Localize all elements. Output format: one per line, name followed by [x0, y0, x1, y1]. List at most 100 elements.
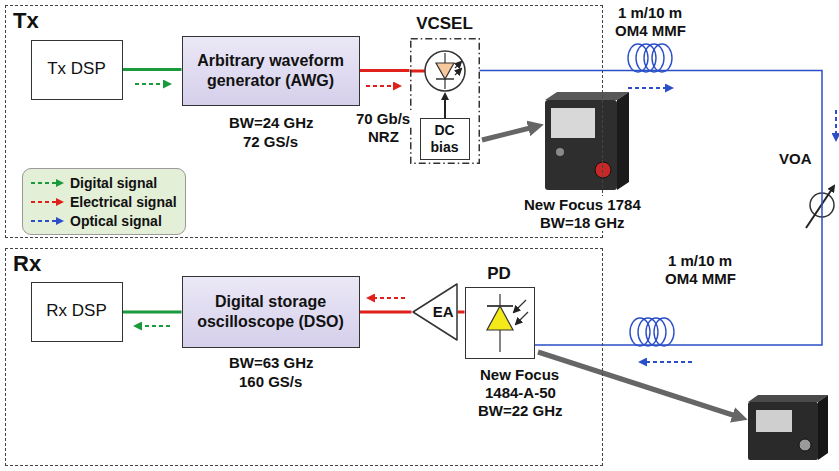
- legend-dash: [31, 182, 56, 184]
- diode-symbol: [436, 63, 454, 79]
- annotation-label: OM4 MMF: [663, 270, 738, 287]
- legend-dash: [31, 220, 56, 222]
- direction-arrow: [368, 297, 405, 299]
- dash-dot-border: [410, 38, 479, 163]
- annotation-label: 1484-A-50: [483, 384, 558, 401]
- legend-row: Electrical signal: [29, 192, 177, 211]
- signal-line: [123, 311, 182, 314]
- legend-label: Optical signal: [70, 213, 162, 229]
- fiber-loop: [652, 44, 672, 72]
- direction-arrow: [640, 361, 692, 363]
- annotation-label: BW=22 GHz: [476, 402, 565, 419]
- section-heading: Tx: [13, 8, 39, 34]
- node-label: DC bias: [426, 122, 464, 156]
- amplifier-triangle: EA: [412, 283, 458, 341]
- light-arrow: [516, 312, 528, 324]
- laser-symbol: [425, 51, 465, 91]
- legend-sample: [29, 178, 65, 188]
- fiber-loop: [638, 318, 658, 346]
- direction-arrow: [135, 83, 170, 85]
- legend-box: Digital signalElectrical signalOptical s…: [22, 168, 186, 235]
- light-arrow: [514, 300, 526, 312]
- fiber-loop: [630, 318, 650, 346]
- dsp-box: Tx DSP: [31, 40, 123, 100]
- instrument-box: Arbitrary waveform generator (AWG): [182, 36, 360, 106]
- diode-bar: [436, 78, 454, 80]
- legend-head: [56, 217, 64, 225]
- photo-face: [617, 92, 629, 190]
- photo-plate: [551, 108, 595, 138]
- photo-body: [748, 402, 818, 460]
- emission-arrow: [455, 69, 461, 75]
- photo-face: [818, 395, 828, 460]
- signal-line: [480, 71, 823, 346]
- box-text: Digital storage oscilloscope (DSO): [188, 292, 354, 330]
- annotation-label: NRZ: [366, 128, 401, 145]
- box-text: Rx DSP: [46, 301, 106, 321]
- annotation-label: BW=63 GHz: [227, 354, 316, 371]
- legend-head: [56, 179, 64, 187]
- photo-connector: [556, 148, 564, 156]
- legend-head: [56, 198, 64, 206]
- signal-line: [360, 311, 412, 314]
- pointer-arrow: [538, 352, 742, 418]
- bias-arrow: [444, 94, 446, 118]
- signal-line: [360, 69, 410, 72]
- pointer-arrow: [482, 126, 538, 140]
- laser-mount-photo: [545, 92, 629, 190]
- detector-photo: [748, 395, 828, 460]
- component-heading: PD: [487, 264, 511, 284]
- box-text: DC bias: [426, 122, 464, 156]
- dsp-box: Rx DSP: [31, 282, 123, 342]
- fiber-loop: [644, 44, 664, 72]
- node-label: Tx DSP: [47, 59, 106, 79]
- signal-wire: [410, 70, 425, 73]
- fiber-loop: [636, 44, 656, 72]
- direction-arrow: [366, 85, 400, 87]
- direction-arrow: [628, 87, 672, 89]
- annotation-label: BW=24 GHz: [227, 114, 316, 131]
- annotation-label: BW=18 GHz: [538, 214, 627, 231]
- legend-dash: [31, 201, 56, 203]
- amplifier-shape: [413, 284, 457, 340]
- node-label: EA: [433, 303, 454, 320]
- legend-label: Electrical signal: [70, 194, 177, 210]
- photodiode-symbol: [487, 306, 513, 330]
- signal-line: [123, 68, 182, 71]
- section-heading: Rx: [13, 251, 41, 277]
- annotation-label: New Focus 1784: [522, 196, 643, 213]
- annotation-label: OM4 MMF: [613, 22, 688, 39]
- legend-row: Optical signal: [29, 211, 177, 230]
- annotation-label: 160 GS/s: [237, 373, 304, 390]
- annotation-label: 1 m/10 m: [616, 4, 684, 21]
- annotation-label: VOA: [777, 150, 814, 167]
- annotation-label: New Focus: [478, 366, 561, 383]
- component-heading: VCSEL: [416, 14, 473, 34]
- legend-row: Digital signal: [29, 173, 177, 192]
- fiber-loop: [646, 318, 666, 346]
- annotation-label: 70 Gb/s: [354, 110, 412, 127]
- photo-face: [545, 92, 629, 100]
- bias-box: DC bias: [420, 118, 470, 160]
- emission-arrow: [455, 62, 461, 68]
- annotation-label: 72 GS/s: [241, 133, 300, 150]
- legend-label: Digital signal: [70, 175, 157, 191]
- node-label: Arbitrary waveform generator (AWG): [188, 51, 354, 89]
- attenuator-arrow: [806, 186, 834, 228]
- photo-knob: [595, 162, 611, 178]
- direction-arrow: [835, 110, 837, 140]
- photo-face: [748, 395, 828, 402]
- signal-line: [458, 311, 465, 314]
- node-label: Digital storage oscilloscope (DSO): [188, 292, 354, 330]
- vcsel-module: VCSELDC bias: [410, 38, 480, 164]
- box-text: Tx DSP: [47, 59, 106, 79]
- fiber-coil: [630, 318, 674, 346]
- photo-body: [545, 100, 617, 190]
- photodiode-box: PD: [465, 287, 535, 359]
- legend-sample: [29, 197, 65, 207]
- annotation-label: 1 m/10 m: [666, 252, 734, 269]
- node-label: Rx DSP: [46, 301, 106, 321]
- direction-arrow: [135, 325, 170, 327]
- legend-sample: [29, 216, 65, 226]
